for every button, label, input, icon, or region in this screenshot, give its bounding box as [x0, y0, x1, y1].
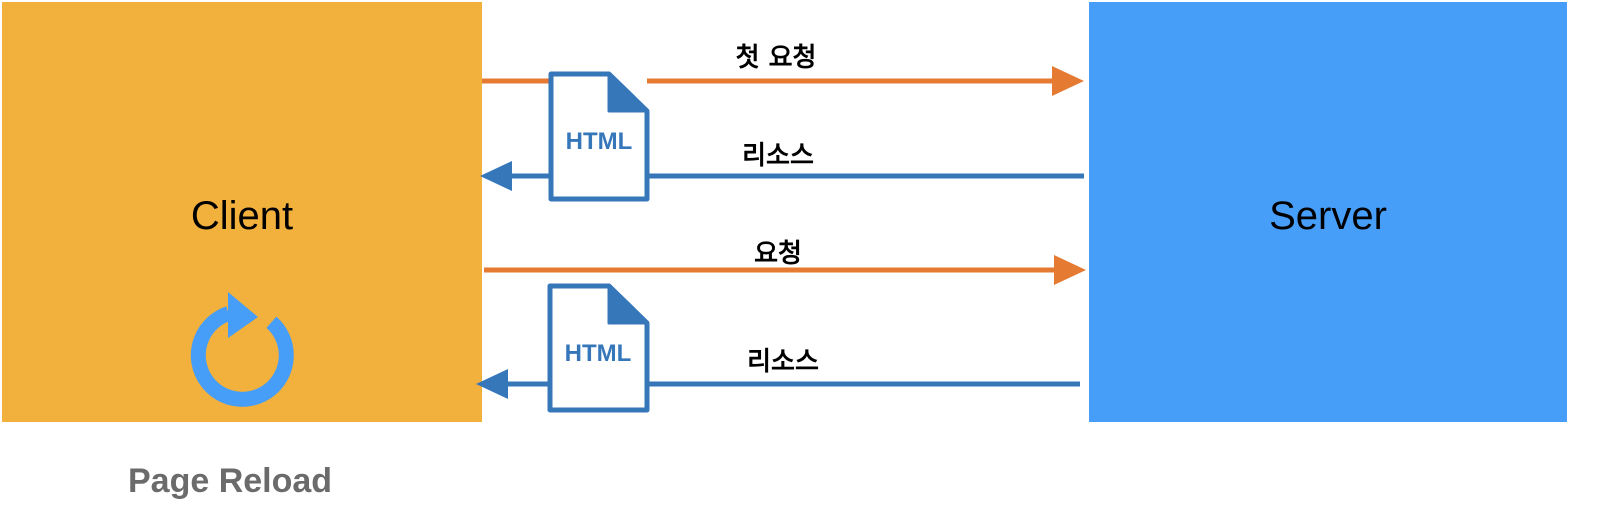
html-document-label: HTML	[566, 128, 633, 155]
first-resource-label: 리소스	[742, 141, 814, 171]
html-document-icon: HTML	[547, 283, 650, 413]
second-resource-label: 리소스	[747, 347, 819, 377]
second-request-arrow	[484, 255, 1086, 285]
reload-icon	[190, 292, 294, 407]
server-label: Server	[1269, 194, 1387, 238]
second-request-label: 요청	[754, 239, 802, 269]
html-document-icon: HTML	[548, 71, 650, 202]
server-box: Server	[1089, 2, 1567, 422]
html-document-label: HTML	[565, 340, 632, 367]
first-request-label: 첫 요청	[736, 43, 817, 73]
client-label: Client	[190, 194, 294, 238]
page-reload-caption: Page Reload	[128, 462, 333, 500]
client-box: Client	[2, 2, 482, 422]
